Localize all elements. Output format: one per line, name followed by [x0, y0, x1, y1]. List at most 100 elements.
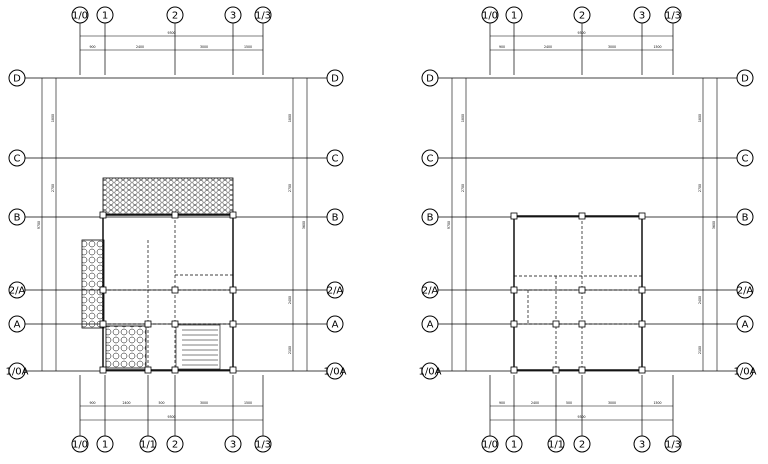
col-axis-top-1: 1: [505, 6, 523, 24]
column: [638, 366, 646, 374]
row-axis-left-1: C: [8, 149, 26, 167]
axis-bubble: [633, 435, 651, 453]
bottom-total-dimension: 9300: [577, 415, 585, 419]
bottom-total-dimension: 9300: [167, 415, 175, 419]
axis-label: 1: [511, 11, 517, 22]
row-axis-left-3: 2/A: [8, 281, 26, 299]
axis-label: C: [14, 154, 21, 165]
axis-label: 1/0: [482, 440, 498, 451]
axis-bubble: [224, 435, 242, 453]
column: [578, 286, 586, 294]
column: [510, 286, 518, 294]
axis-label: 3: [230, 11, 236, 22]
column: [510, 212, 518, 220]
axis-label: C: [427, 154, 434, 165]
bottom-dimension: 900: [499, 401, 505, 405]
axis-label: 1/3: [255, 440, 271, 451]
axis-label: A: [427, 320, 434, 331]
row-axis-left-5: 1/0A: [419, 362, 442, 380]
axis-label: 1: [511, 440, 517, 451]
axis-label: 1/1: [548, 440, 564, 451]
column: [638, 286, 646, 294]
row-axis-right-2: B: [326, 208, 344, 226]
axis-label: 1/0: [72, 440, 88, 451]
row-axis-right-5: 1/0A: [734, 362, 757, 380]
row-axis-left-4: A: [8, 315, 26, 333]
col-axis-top-4: 1/3: [664, 6, 682, 24]
axis-label: 1/0A: [734, 367, 757, 378]
column: [99, 320, 107, 328]
bottom-dimension: 900: [89, 401, 95, 405]
left-dimension: 2700: [461, 184, 465, 192]
top-dimension: 1500: [653, 45, 661, 49]
col-axis-bottom-3: 2: [573, 435, 591, 453]
col-axis-bottom-2: 1/1: [547, 435, 565, 453]
row-axis-right-0: D: [736, 69, 754, 87]
axis-label: B: [742, 213, 749, 224]
col-axis-top-0: 1/0: [71, 6, 89, 24]
axis-label: A: [742, 320, 749, 331]
column: [552, 320, 560, 328]
top-dimension: 900: [499, 45, 505, 49]
axis-bubble: [8, 69, 26, 87]
axis-label: 1/0A: [419, 367, 442, 378]
axis-bubble: [254, 6, 272, 24]
axis-label: 2: [579, 440, 585, 451]
column: [510, 320, 518, 328]
axis-label: 3: [639, 440, 645, 451]
axis-label: 2: [172, 11, 178, 22]
roof-hatch-area: [102, 177, 234, 215]
axis-label: 1/0A: [6, 367, 29, 378]
axis-bubble: [421, 315, 439, 333]
right-dimension: 2100: [698, 346, 702, 354]
axis-bubble: [8, 315, 26, 333]
top-dimension: 3000: [608, 45, 616, 49]
right-dimension: 1800: [698, 114, 702, 122]
axis-label: 2/A: [737, 286, 754, 297]
axis-label: C: [742, 154, 749, 165]
right-dimension: 3600: [302, 221, 306, 229]
axis-label: 2/A: [422, 286, 439, 297]
axis-bubble: [736, 362, 754, 380]
axis-bubble: [96, 6, 114, 24]
axis-bubble: [71, 435, 89, 453]
right-dimension: 3600: [712, 221, 716, 229]
axis-bubble: [326, 362, 344, 380]
column: [638, 212, 646, 220]
stair: [175, 324, 221, 370]
row-axis-left-3: 2/A: [421, 281, 439, 299]
col-axis-bottom-0: 1/0: [481, 435, 499, 453]
col-axis-bottom-2: 1/1: [139, 435, 157, 453]
top-dimension: 900: [89, 45, 95, 49]
column: [229, 211, 237, 219]
axis-label: 2/A: [327, 286, 344, 297]
column: [144, 320, 152, 328]
row-axis-left-0: D: [8, 69, 26, 87]
axis-bubble: [573, 435, 591, 453]
top-dimension: 3000: [200, 45, 208, 49]
column: [171, 211, 179, 219]
column: [99, 211, 107, 219]
col-axis-top-0: 1/0: [481, 6, 499, 24]
col-axis-bottom-5: 1/3: [254, 435, 272, 453]
col-axis-top-3: 3: [633, 6, 651, 24]
column: [99, 366, 107, 374]
col-axis-bottom-0: 1/0: [71, 435, 89, 453]
axis-label: 1/0: [72, 11, 88, 22]
col-axis-bottom-3: 2: [166, 435, 184, 453]
axis-bubble: [736, 315, 754, 333]
top-total-dimension: 9300: [577, 31, 585, 35]
axis-bubble: [573, 6, 591, 24]
col-axis-top-2: 2: [166, 6, 184, 24]
axis-bubble: [326, 149, 344, 167]
axis-bubble: [421, 362, 439, 380]
col-axis-top-3: 3: [224, 6, 242, 24]
row-axis-left-1: C: [421, 149, 439, 167]
axis-bubble: [8, 149, 26, 167]
axis-label: 3: [230, 440, 236, 451]
axis-bubble: [421, 281, 439, 299]
axis-bubble: [8, 208, 26, 226]
left-dimension: 9700: [37, 221, 41, 229]
outer-wall: [513, 215, 643, 371]
